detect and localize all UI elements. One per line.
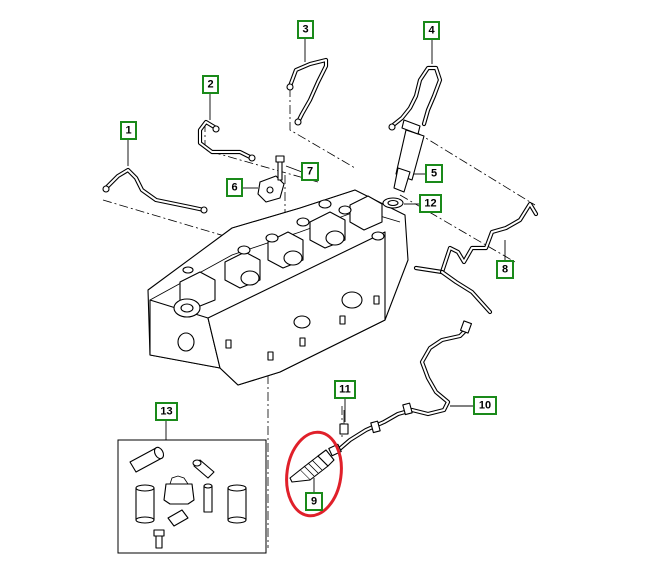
callout-4: 4	[423, 21, 440, 40]
nut-11	[339, 410, 349, 435]
callout-label: 5	[431, 168, 437, 180]
harness-10	[328, 320, 473, 457]
callout-6: 6	[226, 178, 243, 197]
fuel-pipe-1	[102, 167, 208, 214]
callout-label: 2	[207, 79, 213, 91]
callout-label: 8	[502, 264, 508, 276]
callout-label: 11	[339, 384, 351, 396]
clamp-6	[257, 175, 285, 203]
callout-11: 11	[334, 380, 356, 399]
callout-label: 4	[428, 25, 435, 37]
cylinder-head	[147, 189, 409, 386]
callout-label: 9	[311, 496, 317, 508]
fuel-pipe-2	[197, 119, 256, 162]
callout-2: 2	[202, 75, 219, 94]
callout-leaders	[127, 38, 506, 493]
callout-label: 13	[160, 406, 172, 418]
fuel-pipe-4	[388, 65, 443, 131]
bolt-7	[275, 155, 285, 181]
callout-10: 10	[473, 396, 497, 415]
callout-9: 9	[305, 492, 323, 511]
callout-13: 13	[155, 402, 178, 421]
callout-8: 8	[496, 260, 514, 279]
callout-1: 1	[120, 121, 137, 140]
glow-plug-9	[289, 449, 335, 483]
sealing-washer-12	[382, 197, 404, 209]
kit-box-13	[117, 439, 267, 554]
callout-label: 10	[479, 400, 491, 412]
callout-label: 1	[125, 125, 131, 137]
callout-3: 3	[297, 20, 314, 39]
callout-label: 7	[307, 166, 313, 178]
callout-5: 5	[425, 164, 443, 183]
fuel-pipe-3	[286, 57, 329, 126]
injector-5	[393, 119, 425, 193]
leak-off-pipe-8	[413, 201, 539, 315]
callout-label: 6	[231, 182, 237, 194]
callout-label: 3	[302, 24, 308, 36]
callout-7: 7	[301, 162, 319, 181]
callout-label: 12	[424, 198, 436, 210]
highlight-ring	[285, 430, 343, 518]
callout-12: 12	[419, 194, 442, 213]
